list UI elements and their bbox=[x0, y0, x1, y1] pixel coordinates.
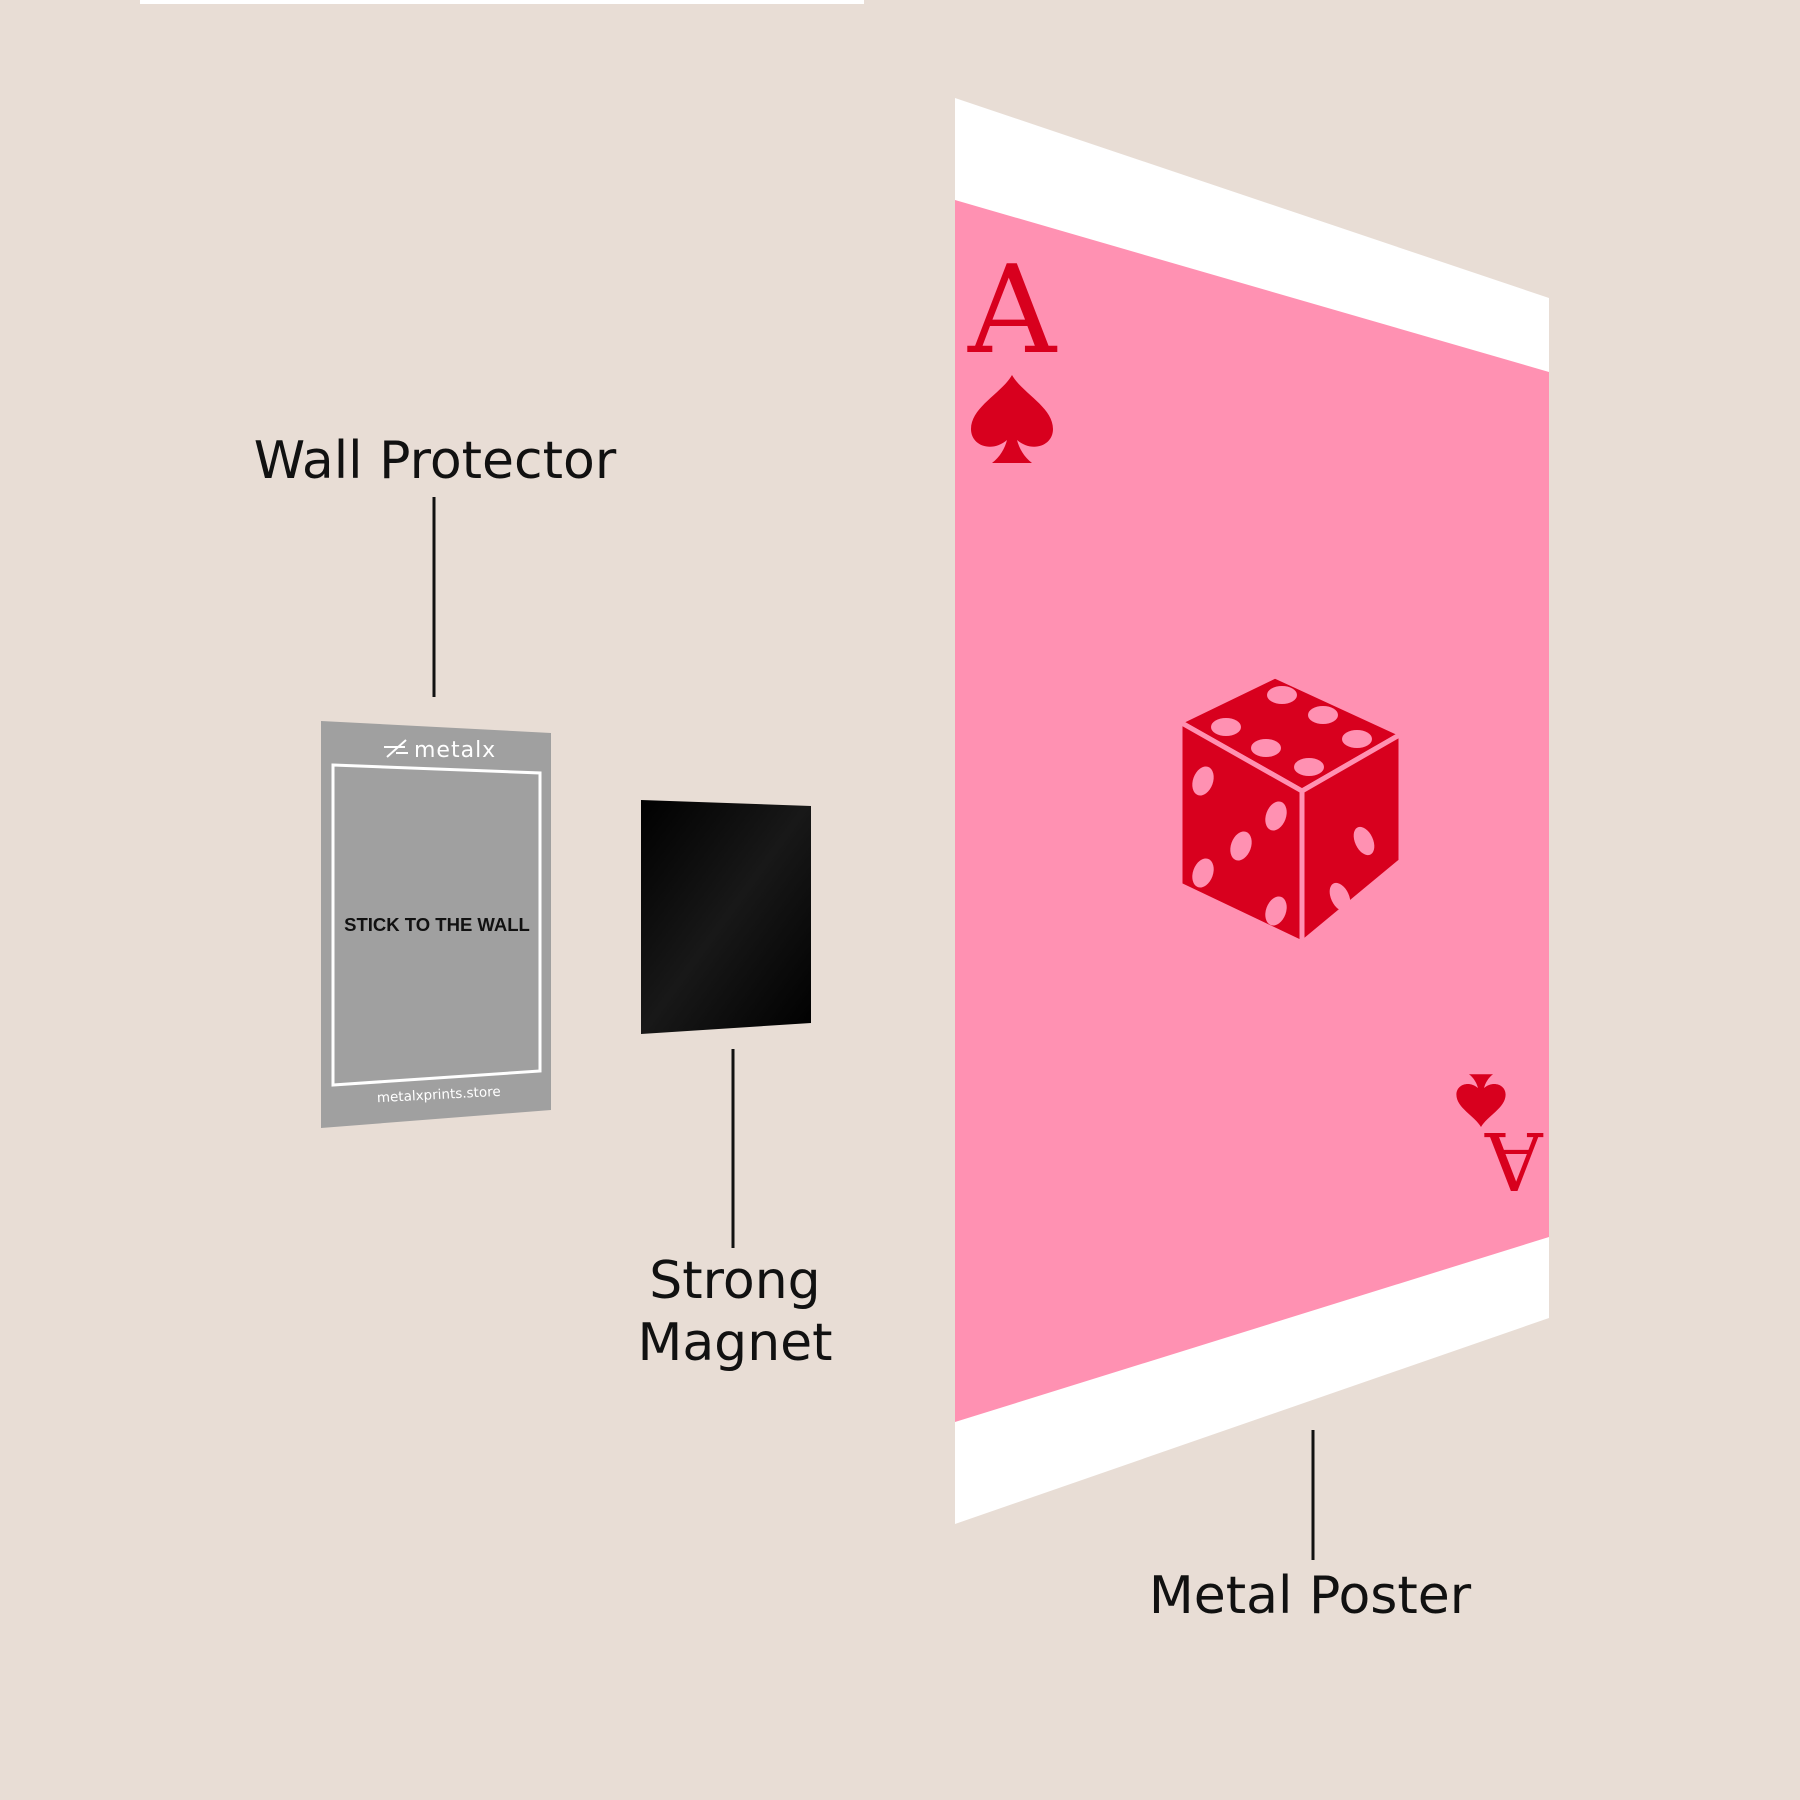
card-rank-top: A bbox=[967, 239, 1058, 381]
wall-protector-url: metalxprints.store bbox=[376, 1084, 501, 1106]
wall-protector-frame bbox=[331, 763, 542, 1087]
top-edge-strip bbox=[140, 0, 864, 4]
metal-poster: A A bbox=[955, 98, 1549, 1524]
wall-protector-card: metalx STICK TO THE WALL metalxprints.st… bbox=[321, 721, 551, 1128]
dice-icon bbox=[1177, 673, 1404, 946]
wall-protector-sheet bbox=[321, 721, 551, 1128]
strong-magnet-label-line1: Strong bbox=[649, 1251, 821, 1311]
wall-protector-label: Wall Protector bbox=[253, 431, 617, 491]
spade-icon bbox=[971, 375, 1053, 463]
spade-icon-inverted bbox=[1456, 1074, 1506, 1127]
card-rank-bottom: A bbox=[1484, 1114, 1544, 1207]
metal-poster-label: Metal Poster bbox=[1148, 1566, 1472, 1626]
strong-magnet-label-line2: Magnet bbox=[637, 1313, 833, 1374]
metalx-logo-icon bbox=[384, 739, 408, 758]
wall-protector-instruction: STICK TO THE WALL bbox=[344, 914, 530, 935]
wall-protector-brand: metalx bbox=[414, 738, 496, 763]
strong-magnet-label: Strong Magnet bbox=[560, 1250, 910, 1375]
strong-magnet bbox=[641, 800, 811, 1034]
